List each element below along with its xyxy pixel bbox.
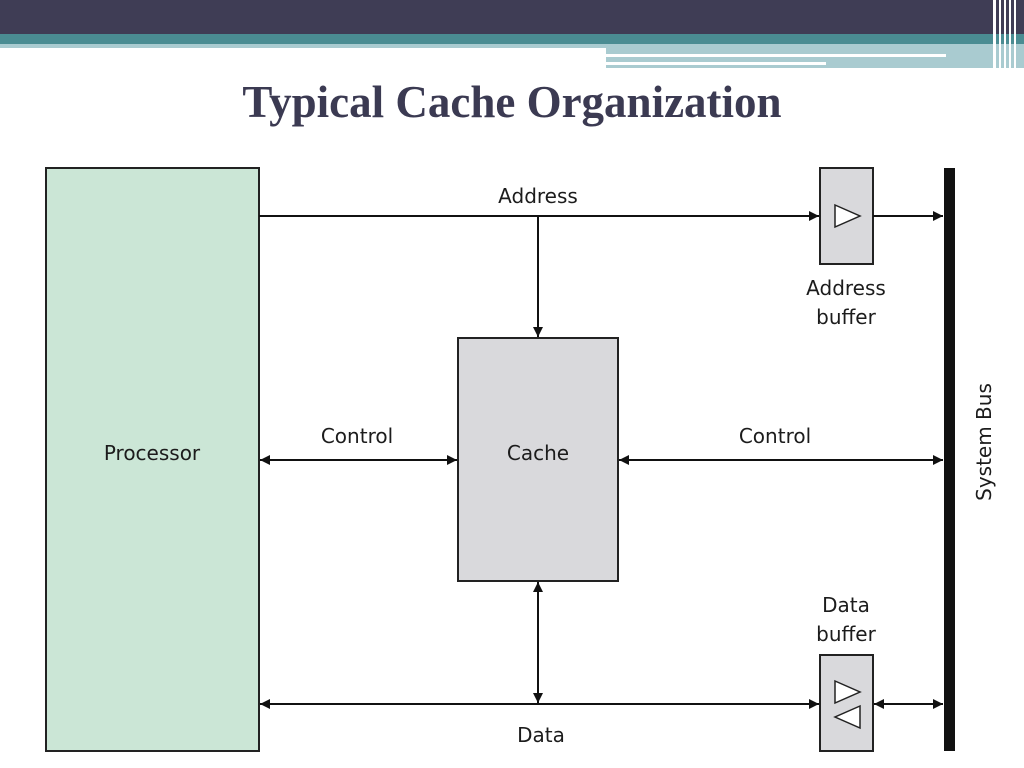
data-buffer-label-line2: buffer [816, 622, 876, 646]
system-bus [944, 168, 955, 751]
address-buffer-block [819, 167, 874, 265]
data-buffer-label-line1: Data [822, 593, 870, 617]
header-white-line-1 [606, 54, 946, 57]
system-bus-label: System Bus [972, 383, 996, 501]
processor-label: Processor [104, 441, 201, 465]
data-buffer-left-triangle-icon [833, 704, 861, 730]
cache-block [457, 337, 619, 582]
data-buffer-right-triangle-icon [834, 679, 862, 705]
address-label: Address [498, 184, 578, 208]
address-buffer-label-line1: Address [806, 276, 886, 300]
header-light-stripe-left [0, 44, 606, 48]
cache-label: Cache [507, 441, 569, 465]
address-buffer-triangle-icon [834, 203, 862, 229]
control-right-label: Control [739, 424, 811, 448]
header-dark-stripe [0, 0, 1024, 34]
slide-title: Typical Cache Organization [242, 77, 782, 127]
data-buffer-block [819, 654, 874, 752]
header-white-line-2 [606, 62, 826, 65]
address-buffer-label-line2: buffer [816, 305, 876, 329]
header-end-bars [993, 0, 1016, 68]
data-label: Data [517, 723, 565, 747]
header-teal-stripe [0, 34, 1024, 44]
control-left-label: Control [321, 424, 393, 448]
header-band [0, 0, 1024, 68]
processor-block [45, 167, 260, 752]
